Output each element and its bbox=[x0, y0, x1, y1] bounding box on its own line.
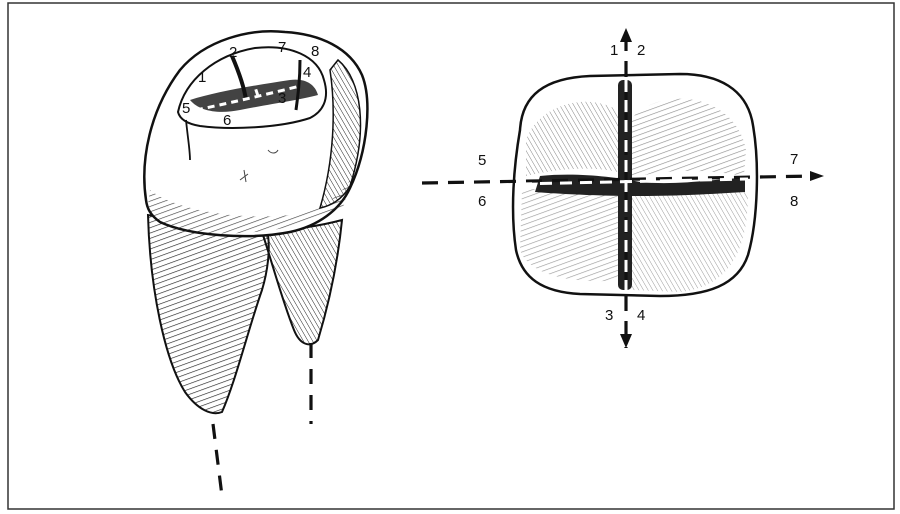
molar-occlusal-view: 1 2 3 4 5 6 7 8 bbox=[422, 28, 824, 348]
root-right bbox=[262, 220, 342, 344]
occlusal-label-1: 1 bbox=[610, 42, 618, 59]
arrow-right bbox=[810, 171, 824, 181]
side-label-4: 4 bbox=[303, 64, 311, 81]
side-label-3: 3 bbox=[278, 90, 286, 107]
occlusal-label-5: 5 bbox=[478, 152, 486, 169]
occlusal-label-4: 4 bbox=[637, 307, 645, 324]
side-label-6: 6 bbox=[223, 112, 231, 129]
root-left bbox=[148, 215, 269, 413]
occlusal-label-3: 3 bbox=[605, 307, 613, 324]
side-label-8: 8 bbox=[311, 43, 319, 60]
occlusal-label-7: 7 bbox=[790, 151, 798, 168]
root-axis-left bbox=[213, 424, 222, 496]
side-label-7: 7 bbox=[278, 39, 286, 56]
arrow-up bbox=[620, 28, 632, 42]
arrow-down bbox=[620, 334, 632, 348]
side-label-1: 1 bbox=[198, 69, 206, 86]
side-label-2: 2 bbox=[229, 44, 237, 61]
molar-side-view: 1 2 3 4 5 6 7 8 bbox=[144, 31, 367, 496]
side-label-5: 5 bbox=[182, 100, 190, 117]
occlusal-label-6: 6 bbox=[478, 193, 486, 210]
figure-border bbox=[8, 3, 894, 509]
occlusal-label-8: 8 bbox=[790, 193, 798, 210]
occlusal-label-2: 2 bbox=[637, 42, 645, 59]
